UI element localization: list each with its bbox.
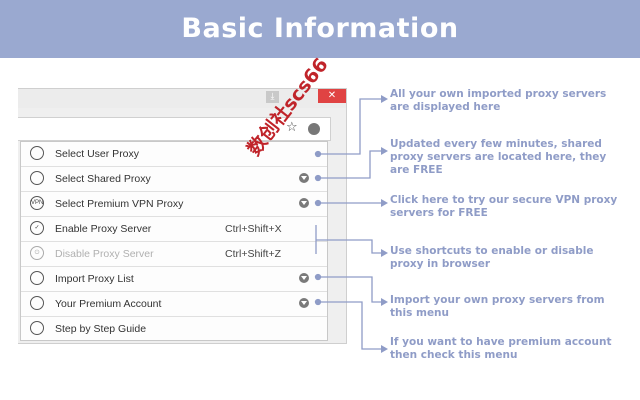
menu-item-label: Select User Proxy	[55, 148, 140, 160]
menu-item-import-proxy-list[interactable]: Import Proxy List	[21, 267, 327, 292]
menu-item-select-shared-proxy[interactable]: Select Shared Proxy	[21, 167, 327, 192]
callout-user-proxy: All your own imported proxy servers are …	[390, 88, 607, 113]
menu-item-label: Select Shared Proxy	[55, 173, 151, 185]
menu-item-label: Step by Step Guide	[55, 323, 147, 335]
account-icon	[30, 296, 44, 310]
menu-item-select-user-proxy[interactable]: Select User Proxy	[21, 142, 327, 167]
menu-item-step-by-step-guide[interactable]: Step by Step Guide	[21, 317, 327, 341]
menu-item-label: Your Premium Account	[55, 298, 162, 310]
browser-window: ⤓ ✕ ☆ Select User Proxy Select Shared Pr…	[18, 88, 347, 344]
callout-import: Import your own proxy servers from this …	[390, 294, 605, 319]
menu-item-label: Disable Proxy Server	[55, 248, 154, 260]
star-icon[interactable]: ☆	[286, 120, 298, 135]
chevron-down-icon[interactable]	[299, 273, 309, 283]
menu-item-disable-proxy[interactable]: ⏻ Disable Proxy Server Ctrl+Shift+Z	[21, 242, 327, 267]
close-icon[interactable]: ✕	[318, 89, 346, 103]
menu-item-label: Import Proxy List	[55, 273, 134, 285]
callout-premium-account: If you want to have premium account then…	[390, 336, 612, 361]
extension-icon[interactable]	[308, 123, 320, 135]
user-proxy-icon	[30, 146, 44, 160]
address-bar[interactable]	[18, 117, 331, 141]
menu-item-select-premium-vpn[interactable]: VPN Select Premium VPN Proxy	[21, 192, 327, 217]
download-icon[interactable]: ⤓	[266, 91, 279, 103]
callout-shortcuts: Use shortcuts to enable or disable proxy…	[390, 245, 594, 270]
callout-shared-proxy: Updated every few minutes, shared proxy …	[390, 138, 607, 176]
vpn-icon: VPN	[30, 196, 44, 210]
menu-item-enable-proxy[interactable]: ✓ Enable Proxy Server Ctrl+Shift+X	[21, 217, 327, 242]
callout-vpn-proxy: Click here to try our secure VPN proxy s…	[390, 194, 618, 219]
chevron-down-icon[interactable]	[299, 298, 309, 308]
power-icon: ⏻	[30, 246, 44, 260]
proxy-menu: Select User Proxy Select Shared Proxy VP…	[20, 141, 328, 341]
menu-item-label: Select Premium VPN Proxy	[55, 198, 184, 210]
shortcut-label: Ctrl+Shift+X	[225, 223, 282, 235]
menu-item-label: Enable Proxy Server	[55, 223, 152, 235]
chevron-down-icon[interactable]	[299, 198, 309, 208]
import-icon	[30, 271, 44, 285]
shortcut-label: Ctrl+Shift+Z	[225, 248, 282, 260]
menu-item-premium-account[interactable]: Your Premium Account	[21, 292, 327, 317]
check-icon: ✓	[30, 221, 44, 235]
guide-icon	[30, 321, 44, 335]
wifi-icon	[30, 171, 44, 185]
title-bar: ⤓ ✕	[18, 89, 346, 108]
chevron-down-icon[interactable]	[299, 173, 309, 183]
banner-title: Basic Information	[0, 0, 640, 58]
